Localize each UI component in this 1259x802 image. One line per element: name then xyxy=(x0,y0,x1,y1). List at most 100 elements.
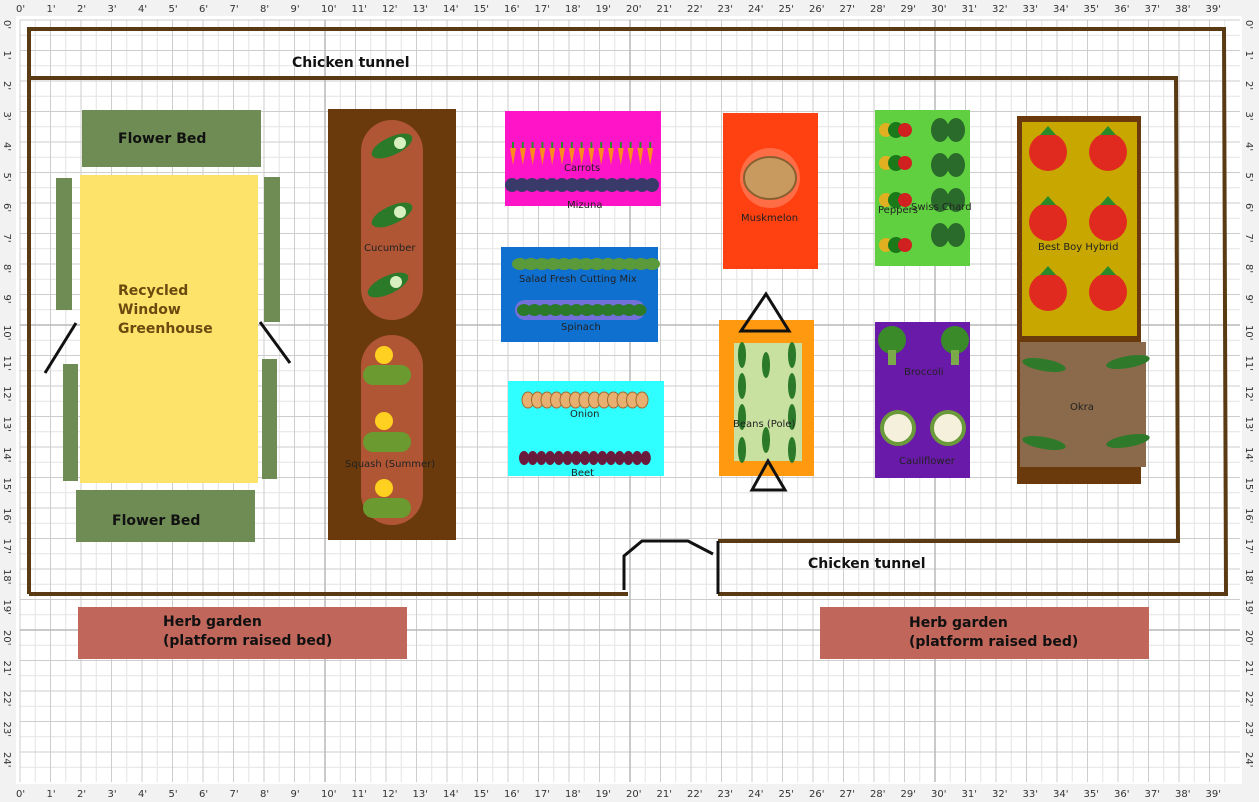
ruler-right-tick: 23' xyxy=(1243,722,1254,737)
ruler-top-tick: 18' xyxy=(565,4,580,15)
ruler-bottom-tick: 8' xyxy=(260,789,269,800)
spinach-icon xyxy=(632,304,647,316)
trellis-icons xyxy=(738,291,792,492)
salad-icon xyxy=(556,258,572,270)
tomato-icons xyxy=(1029,126,1127,311)
ruler-top-tick: 5' xyxy=(169,4,178,15)
ruler-top-tick: 36' xyxy=(1114,4,1129,15)
greenhouse-label-1: Recycled xyxy=(118,283,188,299)
ruler-left-tick: 18' xyxy=(1,569,12,584)
greenhouse-label-2: Window xyxy=(118,302,181,318)
beet-icon xyxy=(614,451,625,465)
chard-icon xyxy=(931,223,949,247)
flower-bed-top-label: Flower Bed xyxy=(118,131,206,147)
ruler-top-tick: 37' xyxy=(1145,4,1160,15)
ruler-top-tick: 13' xyxy=(413,4,428,15)
chard-icon xyxy=(947,223,965,247)
carrot-icon xyxy=(539,148,546,165)
ruler-right-tick: 16' xyxy=(1243,508,1254,523)
ruler-top-tick: 12' xyxy=(382,4,397,15)
salad-icon xyxy=(545,258,561,270)
mizuna-label: Mizuna xyxy=(567,200,602,211)
mizuna-icon xyxy=(545,178,559,192)
ruler-top-tick: 26' xyxy=(809,4,824,15)
ruler-right-tick: 0' xyxy=(1243,20,1254,29)
ruler-bottom-tick: 38' xyxy=(1175,789,1190,800)
beet-icon xyxy=(597,451,608,465)
mizuna-icon xyxy=(595,178,609,192)
ruler-left-tick: 17' xyxy=(1,539,12,554)
flower-bed-top[interactable] xyxy=(82,110,261,167)
ruler-top: 0'1'2'3'4'5'6'7'8'9'10'11'12'13'14'15'16… xyxy=(0,0,1259,16)
salad-icon xyxy=(534,258,550,270)
ruler-left-tick: 24' xyxy=(1,752,12,767)
herb-garden-left[interactable] xyxy=(78,607,407,659)
pepper-icon xyxy=(898,156,912,170)
mizuna-icon xyxy=(565,178,579,192)
ruler-right-tick: 14' xyxy=(1243,447,1254,462)
spinach-icon xyxy=(590,304,605,316)
ruler-bottom-tick: 32' xyxy=(992,789,1007,800)
ruler-top-tick: 31' xyxy=(962,4,977,15)
ruler-bottom: 0'1'2'3'4'5'6'7'8'9'10'11'12'13'14'15'16… xyxy=(0,784,1259,802)
ruler-left-tick: 7' xyxy=(1,234,12,243)
spinach-icons xyxy=(515,300,647,320)
ruler-bottom-tick: 4' xyxy=(138,789,147,800)
ruler-right-tick: 24' xyxy=(1243,752,1254,767)
ruler-top-tick: 8' xyxy=(260,4,269,15)
ruler-bottom-tick: 34' xyxy=(1053,789,1068,800)
bean-icon xyxy=(762,352,770,378)
ruler-left-tick: 16' xyxy=(1,508,12,523)
carrot-icon xyxy=(637,148,644,165)
ruler-bottom-tick: 22' xyxy=(687,789,702,800)
greenhouse[interactable] xyxy=(80,175,258,483)
chard-icon xyxy=(931,188,949,212)
spinach-icon xyxy=(559,304,573,316)
beet-icon xyxy=(536,451,547,465)
ruler-top-tick: 22' xyxy=(687,4,702,15)
ruler-top-tick: 23' xyxy=(718,4,733,15)
ruler-top-tick: 0' xyxy=(16,4,25,15)
ruler-top-tick: 27' xyxy=(840,4,855,15)
greenhouse-side-panels xyxy=(56,177,280,481)
carrot-icon xyxy=(627,148,634,165)
cucumber-label: Cucumber xyxy=(364,243,416,254)
ruler-bottom-tick: 5' xyxy=(169,789,178,800)
salad-icon xyxy=(567,258,583,270)
ruler-left-tick: 15' xyxy=(1,478,12,493)
salad-icon xyxy=(600,258,616,270)
carrot-icon xyxy=(608,148,614,165)
tomato-icon xyxy=(1089,273,1127,311)
spinach-icon xyxy=(527,304,542,316)
chard-icon xyxy=(947,188,965,212)
ruler-top-tick: 7' xyxy=(230,4,239,15)
okra-icons xyxy=(1022,354,1150,451)
ruler-bottom-tick: 21' xyxy=(657,789,672,800)
beet-icon xyxy=(562,451,573,465)
ruler-left-tick: 9' xyxy=(1,295,12,304)
fence-lines xyxy=(27,27,1229,596)
ruler-left-tick: 12' xyxy=(1,386,12,401)
ruler-bottom-tick: 11' xyxy=(352,789,367,800)
ruler-bottom-tick: 10' xyxy=(321,789,336,800)
ruler-left-tick: 6' xyxy=(1,203,12,212)
flower-bed-bottom[interactable] xyxy=(76,490,255,542)
tomato-icon xyxy=(1029,203,1067,241)
ruler-bottom-tick: 26' xyxy=(809,789,824,800)
ruler-left-tick: 3' xyxy=(1,112,12,121)
herb-garden-right[interactable] xyxy=(820,607,1149,659)
carrot-icon xyxy=(588,148,595,165)
ruler-right-tick: 15' xyxy=(1243,478,1254,493)
ruler-top-tick: 4' xyxy=(138,4,147,15)
herb-right-label-2: (platform raised bed) xyxy=(909,634,1078,650)
ruler-left-tick: 1' xyxy=(1,51,12,60)
ruler-bottom-tick: 15' xyxy=(474,789,489,800)
ruler-right-tick: 12' xyxy=(1243,386,1254,401)
mizuna-icon xyxy=(645,178,659,192)
carrot-icon xyxy=(549,148,556,165)
ruler-right-tick: 8' xyxy=(1243,264,1254,273)
tomato-stem-icon xyxy=(1100,196,1116,205)
carrot-icon xyxy=(519,148,526,165)
ruler-left-tick: 0' xyxy=(1,20,12,29)
pepper-icon xyxy=(898,238,912,252)
